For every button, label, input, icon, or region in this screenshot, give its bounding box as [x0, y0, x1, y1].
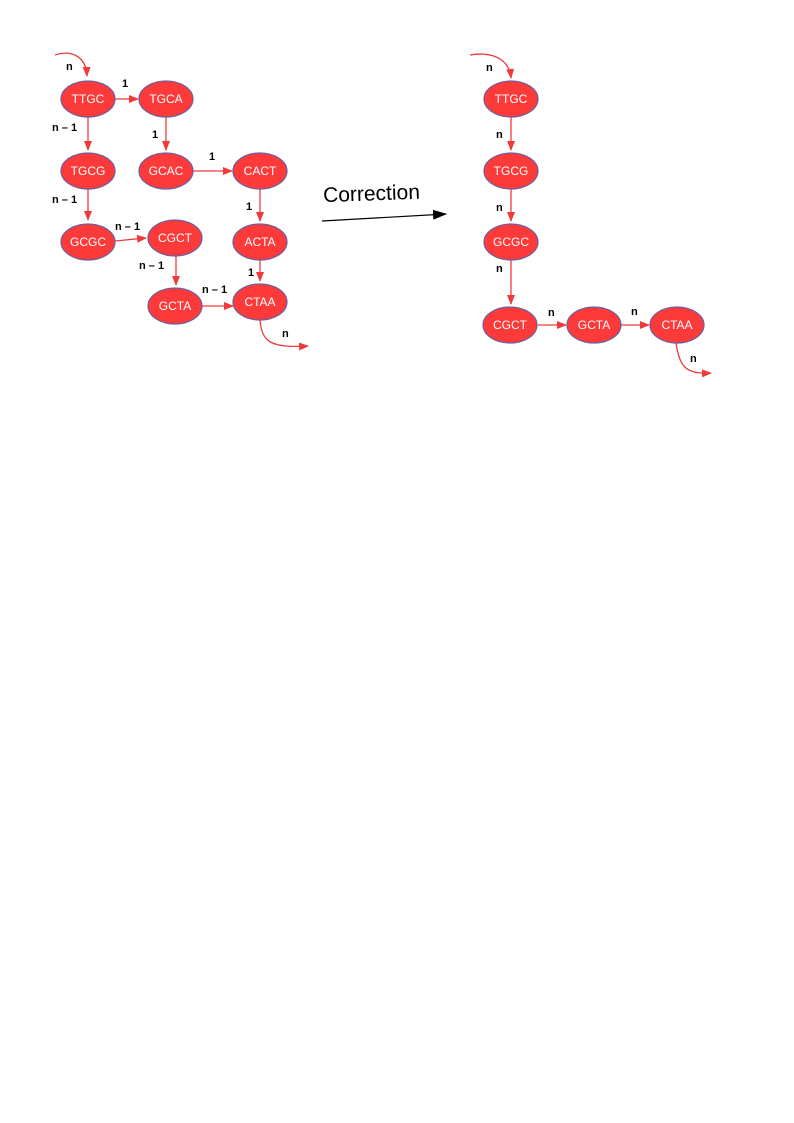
left-node-ctaa-label: CTAA [244, 295, 275, 309]
left-edge-out-label: n [282, 328, 289, 340]
right-node-ttgc-label: TTGC [495, 92, 528, 106]
right-edge-out-label: n [690, 353, 697, 365]
left-edge-tgca-gcac-label: 1 [152, 129, 158, 141]
left-edge-tgcg-gcgc-label: n – 1 [52, 194, 77, 206]
right-node-gcgc-label: GCGC [493, 235, 529, 249]
right-edge-in-label: n [486, 62, 493, 74]
right-node-cgct: CGCT [482, 306, 538, 344]
left-edge-out [259, 319, 309, 351]
left-edge-cgct-gcta-label: n – 1 [139, 260, 164, 272]
left-edge-acta-ctaa-label: 1 [248, 267, 254, 279]
left-node-ttgc: TTGC [60, 80, 116, 118]
left-node-gcta-label: GCTA [159, 299, 191, 313]
left-node-ctaa: CTAA [232, 283, 288, 321]
correction-transition: Correction [321, 181, 447, 222]
left-node-cact: CACT [232, 152, 288, 190]
right-node-cgct-label: CGCT [493, 318, 528, 332]
left-edge-ttgc-tgca-label: 1 [122, 78, 128, 90]
correction-arrow [321, 209, 447, 222]
right-edge-ttgc-tgcg-label: n [496, 129, 503, 141]
left-node-tgcg-label: TGCG [71, 164, 106, 178]
left-node-gcgc: GCGC [60, 223, 116, 261]
left-node-tgca-label: TGCA [149, 92, 182, 106]
left-node-tgca: TGCA [138, 80, 194, 118]
left-edge-in [54, 52, 91, 77]
left-edge-cact-acta-label: 1 [246, 201, 252, 213]
right-node-gcgc: GCGC [483, 223, 539, 261]
right-node-ctaa: CTAA [649, 306, 705, 344]
correction-label: Correction [323, 181, 421, 207]
right-edge-gcta-ctaa-label: n [631, 306, 638, 318]
right-edge-tgcg-gcgc-label: n [496, 202, 503, 214]
left-node-cact-label: CACT [244, 164, 277, 178]
right-edge-gcgc-cgct-label: n [496, 263, 503, 275]
left-node-ttgc-label: TTGC [72, 92, 105, 106]
left-edge-ttgc-tgcg-label: n – 1 [52, 122, 77, 134]
left-edge-gcta-ctaa-label: n – 1 [202, 284, 227, 296]
right-node-ctaa-label: CTAA [661, 318, 692, 332]
left-node-cgct-label: CGCT [158, 231, 193, 245]
left-node-acta: ACTA [232, 223, 288, 261]
left-node-gcgc-label: GCGC [70, 235, 106, 249]
left-node-acta-label: ACTA [244, 235, 275, 249]
left-node-gcac-label: GCAC [149, 164, 184, 178]
right-node-ttgc: TTGC [483, 80, 539, 118]
right-edge-out [675, 342, 712, 378]
right-node-tgcg-label: TGCG [494, 164, 529, 178]
left-edge-gcgc-cgct [114, 234, 147, 243]
left-node-gcac: GCAC [138, 152, 194, 190]
right-node-tgcg: TGCG [483, 152, 539, 190]
left-edge-gcgc-cgct-label: n – 1 [115, 221, 140, 233]
left-node-cgct: CGCT [147, 219, 203, 257]
left-edge-gcac-cact-label: 1 [209, 151, 215, 163]
left-node-gcta: GCTA [147, 287, 203, 325]
right-edge-in [469, 53, 515, 79]
left-edge-in-label: n [66, 61, 73, 73]
left-node-tgcg: TGCG [60, 152, 116, 190]
right-graph: n n n n n n n TTGC TGCG GCGC CGCT GCTA C… [469, 53, 712, 378]
right-edge-cgct-gcta-label: n [548, 307, 555, 319]
right-node-gcta: GCTA [566, 306, 622, 344]
right-node-gcta-label: GCTA [578, 318, 610, 332]
left-graph: n 1 n – 1 1 1 n – 1 1 n – 1 n – 1 1 n – … [52, 52, 309, 351]
